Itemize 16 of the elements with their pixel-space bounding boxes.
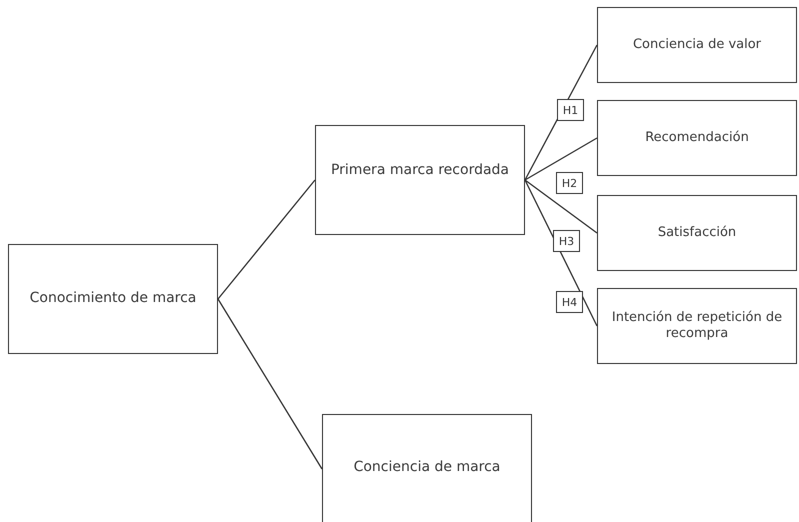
connector-line — [217, 298, 323, 470]
connector-line — [524, 179, 598, 234]
connector-line — [524, 180, 598, 326]
concept-box: Conciencia de valor — [597, 7, 797, 83]
hypothesis-tag: H2 — [556, 172, 583, 194]
hypothesis-tag: H3 — [553, 230, 580, 252]
connector-line — [218, 180, 316, 300]
concept-box: Conciencia de marca — [322, 414, 532, 522]
concept-box: Recomendación — [597, 100, 797, 176]
connector-line — [524, 137, 598, 181]
hypothesis-tag: H4 — [556, 291, 583, 313]
concept-box: Satisfacción — [597, 195, 797, 271]
concept-box: Conocimiento de marca — [8, 244, 218, 354]
hypothesis-tag: H1 — [557, 99, 584, 121]
concept-box: Primera marca recordada — [315, 125, 525, 235]
concept-box: Intención de repetición de recompra — [597, 288, 797, 364]
